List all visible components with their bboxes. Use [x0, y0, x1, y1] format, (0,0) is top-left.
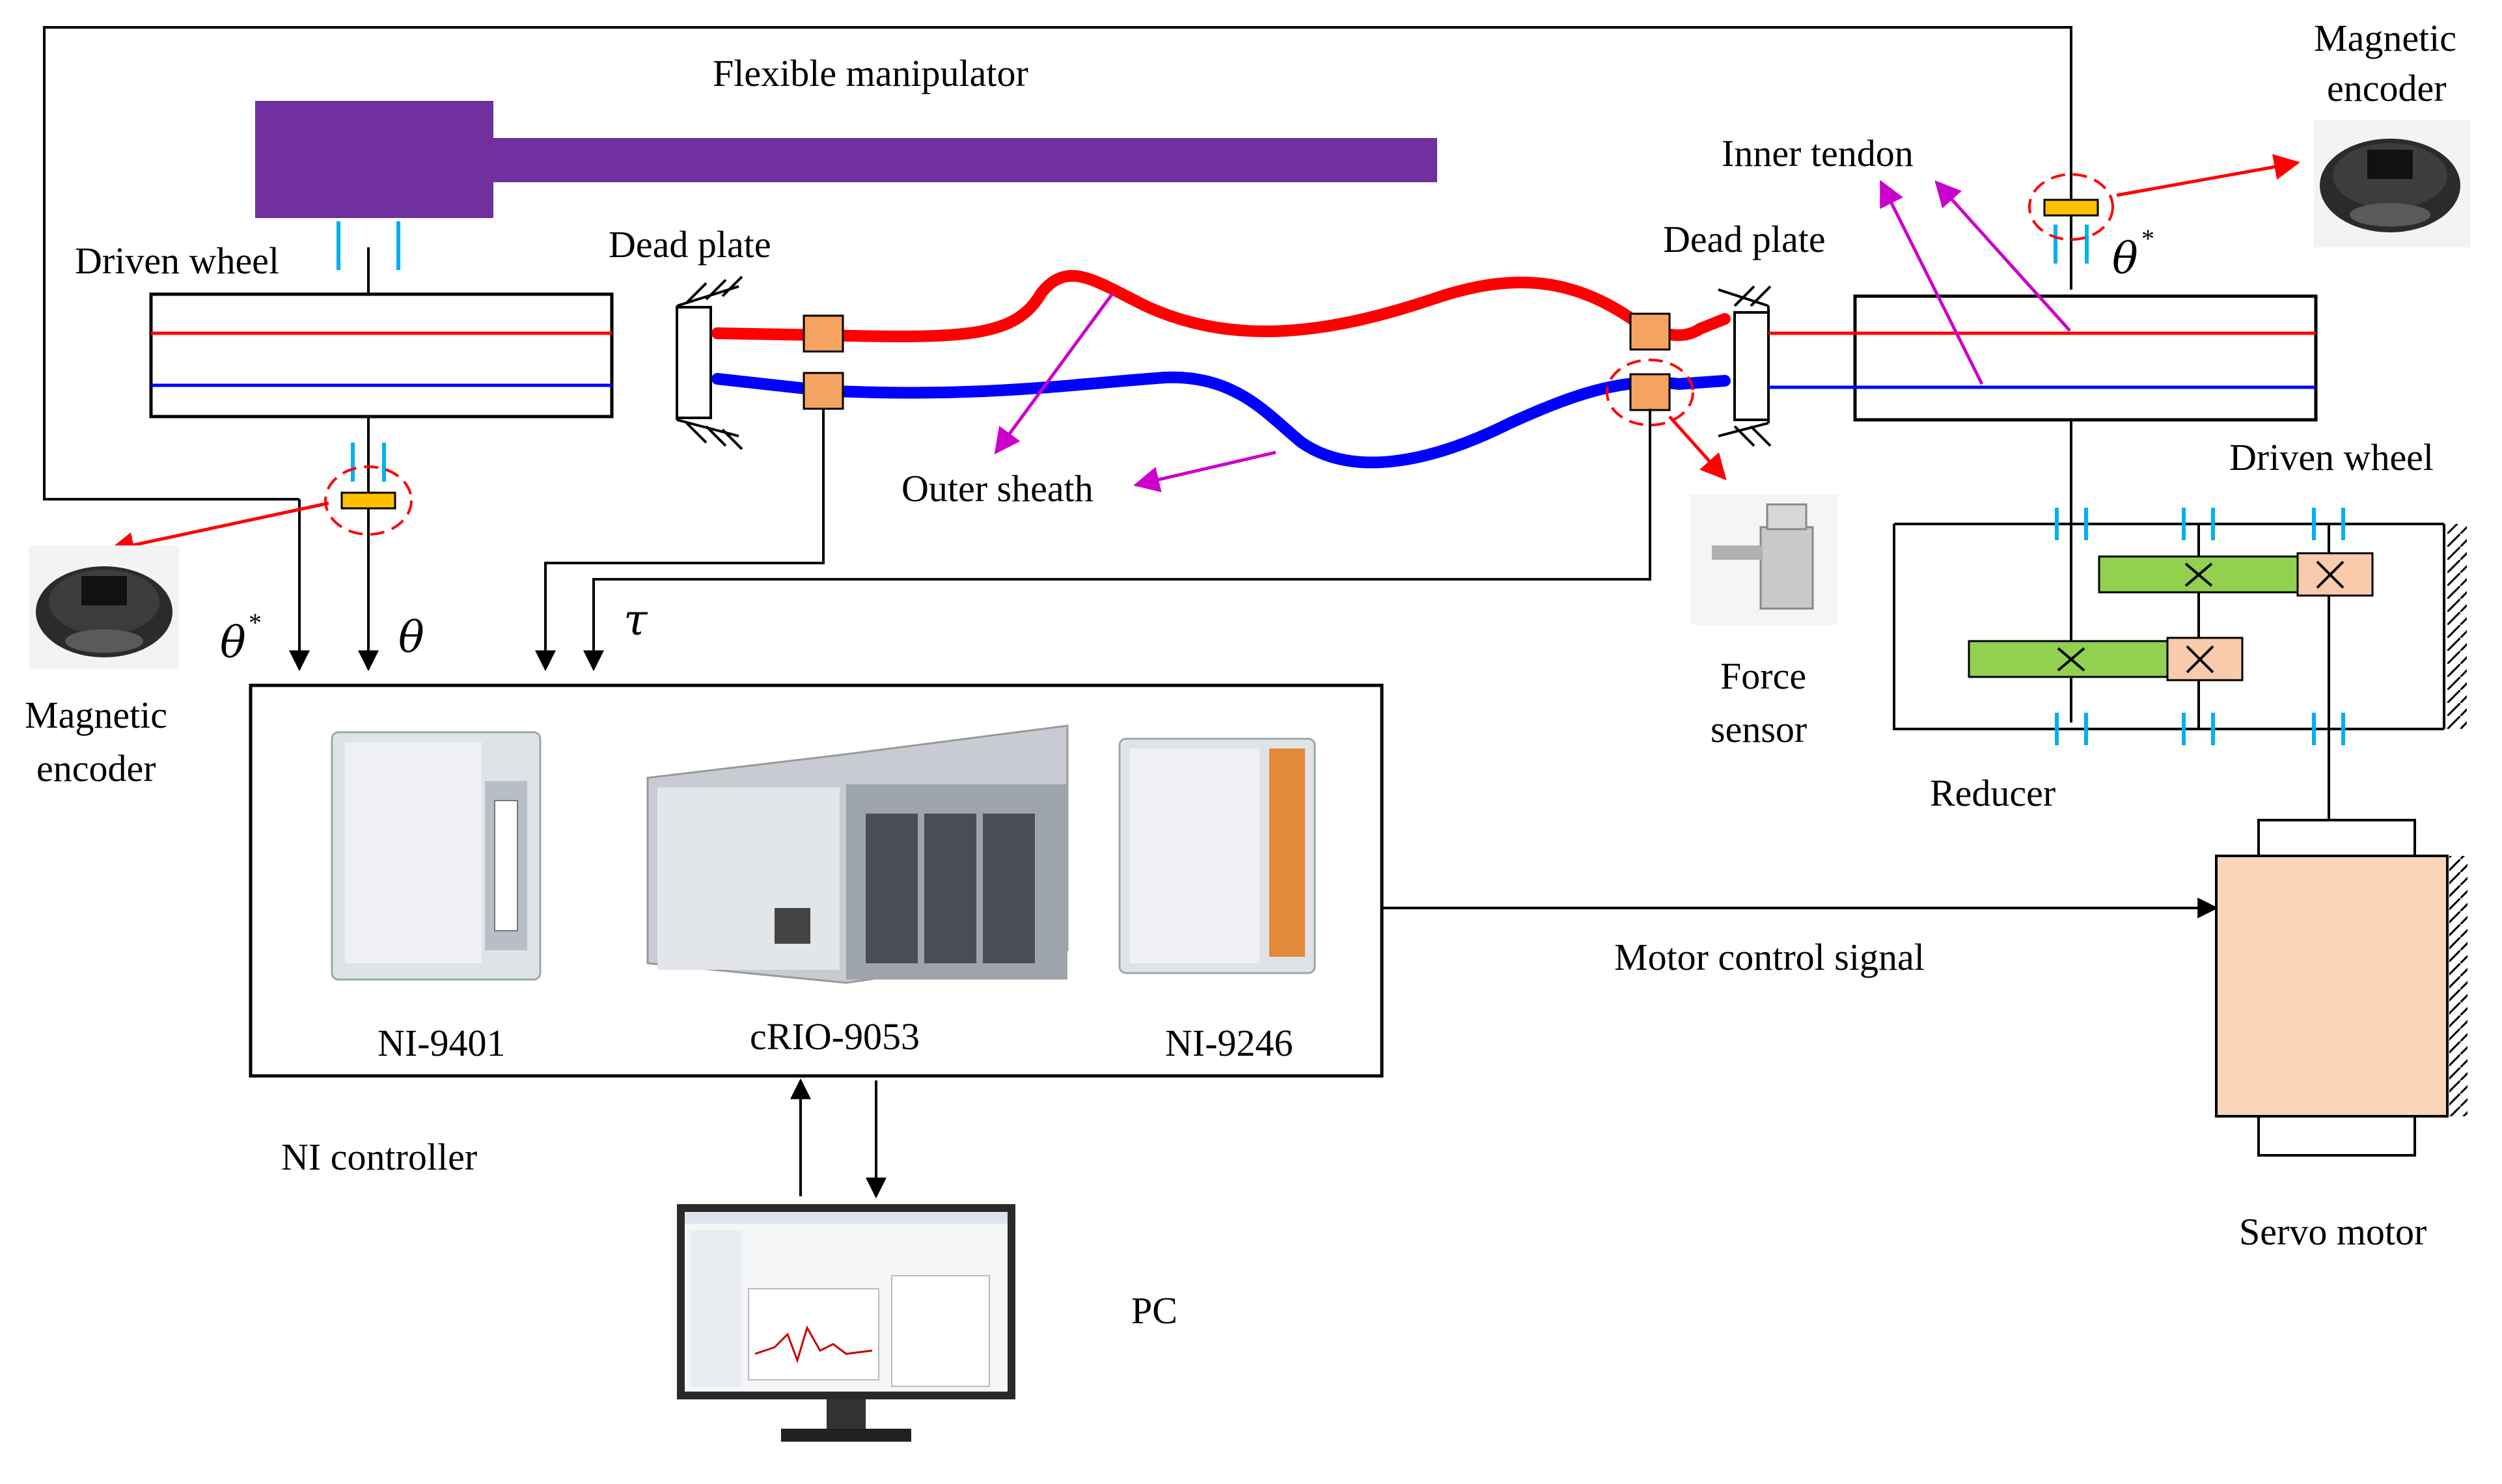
force-sensor-photo [1691, 495, 1837, 625]
sheath-force-line-left [535, 409, 825, 672]
crio-9053-chassis [646, 724, 1069, 984]
pc-label: PC [1131, 1289, 1177, 1332]
left-encoder-red-arrow [108, 501, 329, 558]
svg-text:θ: θ [2112, 234, 2138, 284]
servo-motor-label: Servo motor [2239, 1211, 2426, 1253]
left-encoder-highlight [324, 465, 413, 536]
svg-text:*: * [2141, 224, 2154, 253]
right-magnetic-encoder-photo [2314, 120, 2470, 247]
right-dead-plate [1718, 285, 1772, 447]
ni-controller-label: NI controller [281, 1136, 477, 1178]
force-sensor-highlight [1606, 359, 1694, 426]
right-encoder-highlight [2028, 173, 2114, 241]
motor-control-signal-label: Motor control signal [1614, 936, 1925, 978]
pc-monitor [677, 1204, 1015, 1442]
left-sheath-stop-blue [803, 372, 844, 410]
right-encoder-label-1: Magnetic [2314, 17, 2456, 59]
driven-wheel-left-label: Driven wheel [75, 240, 279, 282]
servo-motor [2215, 819, 2468, 1157]
dead-plate-left-label: Dead plate [609, 223, 771, 266]
ni-9401-label: NI-9401 [378, 1022, 506, 1064]
outer-sheath-blue [711, 371, 1731, 469]
inner-tendon-label: Inner tendon [1722, 132, 1914, 174]
left-driven-wheel-box [149, 292, 614, 419]
left-dead-plate [676, 275, 743, 450]
tau-symbol: τ [624, 595, 648, 645]
flexible-manipulator [255, 101, 1437, 218]
inner-tendon-arrow-1 [1934, 180, 2071, 332]
ni-9246-label: NI-9246 [1165, 1022, 1293, 1064]
force-sensor-label-2: sensor [1711, 708, 1807, 750]
svg-text:θ: θ [220, 618, 246, 668]
inner-tendon-arrow-2 [1879, 180, 1984, 385]
outer-sheath-label: Outer sheath [901, 467, 1093, 510]
left-upper-bearing [337, 221, 400, 294]
left-sheath-stop-red [803, 314, 844, 353]
left-encoder-label-2: encoder [36, 747, 156, 790]
right-sheath-stop-red [1629, 312, 1671, 351]
right-encoder-red-arrow [2116, 154, 2300, 197]
theta-star-symbol-left: θ * [220, 608, 262, 668]
outer-sheath-arrow-1 [994, 292, 1115, 455]
svg-text:*: * [249, 608, 262, 637]
right-encoder-marker [2043, 199, 2099, 217]
left-encoder-label-1: Magnetic [25, 694, 167, 736]
right-sheath-stop-blue [1629, 373, 1671, 411]
reducer-label: Reducer [1930, 772, 2055, 814]
feedback-line-top [43, 26, 2072, 501]
crio-9053-label: cRIO-9053 [750, 1015, 920, 1058]
reducer-assembly [1893, 420, 2467, 820]
outer-sheath-arrow-2 [1133, 450, 1276, 493]
sheath-force-line-right [583, 409, 1651, 672]
driven-wheel-right-label: Driven wheel [2229, 436, 2434, 478]
dead-plate-right-label: Dead plate [1663, 218, 1826, 260]
force-sensor-red-arrow [1668, 415, 1727, 480]
right-encoder-label-2: encoder [2327, 67, 2447, 109]
ni-9246-module [1118, 737, 1316, 974]
force-sensor-label-1: Force [1720, 655, 1806, 697]
theta-symbol-left: θ [398, 612, 424, 663]
theta-star-symbol-right: θ * [2112, 224, 2154, 284]
left-magnetic-encoder-photo [29, 545, 179, 669]
left-encoder-marker [340, 491, 396, 510]
right-driven-wheel-box [1853, 294, 2318, 422]
flexible-manipulator-label: Flexible manipulator [713, 52, 1028, 94]
ni-9401-module [331, 731, 542, 981]
outer-sheath-red [711, 269, 1731, 342]
